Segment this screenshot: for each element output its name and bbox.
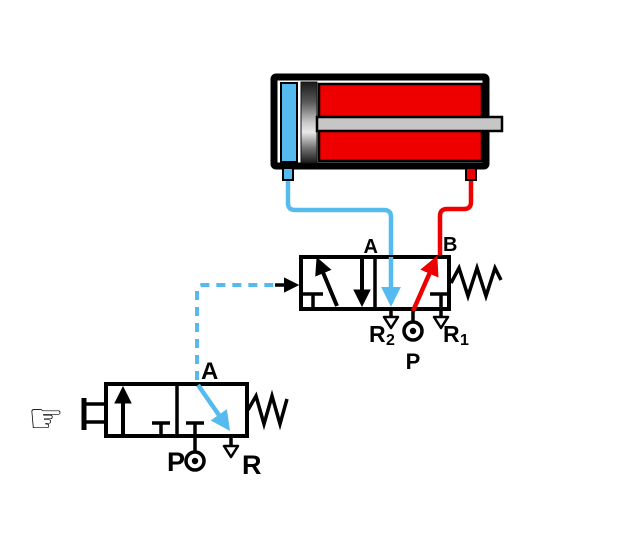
- pipe-cylinder-left-to-port-a: [285, 177, 394, 256]
- pilot-control-line-dashed: [195, 283, 276, 380]
- pilot-pressure-source-dot-icon: [191, 457, 199, 465]
- pilot-valve-port-r-label: R: [242, 450, 262, 480]
- main-valve: A B R 2 P R 1: [275, 234, 503, 374]
- cylinder-piston: [300, 81, 318, 164]
- main-valve-port-b-label: B: [443, 234, 457, 256]
- cylinder-port-right: [465, 167, 477, 181]
- pressure-source-dot-icon: [409, 327, 417, 335]
- main-valve-port-r1-label: R: [443, 321, 460, 347]
- flow-arrow-p-to-a-left-position: [315, 257, 339, 307]
- pilot-exhaust-r-triangle-icon: [222, 444, 240, 459]
- cylinder-rod-side-chamber: [280, 82, 298, 163]
- main-valve-spring: [449, 262, 503, 302]
- pilot-valve: A P R: [81, 358, 289, 480]
- main-valve-port-p-label: P: [406, 349, 421, 374]
- main-valve-port-a-label: A: [364, 236, 378, 258]
- exhaust-r2-triangle-icon: [382, 315, 400, 330]
- main-valve-port-r1-index: 1: [460, 332, 469, 349]
- cylinder-port-left: [282, 167, 294, 181]
- flow-arrow-p-to-b-active: [410, 255, 439, 312]
- cylinder-piston-rod: [315, 115, 504, 133]
- main-valve-port-r2-index: 2: [386, 332, 395, 349]
- exhaust-r1-triangle-icon: [432, 315, 450, 330]
- pilot-valve-port-a-label: A: [201, 358, 218, 385]
- pilot-valve-spring: [246, 389, 289, 431]
- hand-pointer-icon[interactable]: ☞: [28, 396, 64, 442]
- cylinder: [270, 73, 504, 181]
- main-valve-port-r2-label: R: [369, 321, 386, 347]
- push-button[interactable]: [81, 398, 104, 430]
- flow-arrow-a-to-r-rest: [196, 383, 231, 431]
- pipe-cylinder-right-to-port-b: [437, 177, 474, 256]
- pilot-valve-port-p-label: P: [167, 447, 185, 477]
